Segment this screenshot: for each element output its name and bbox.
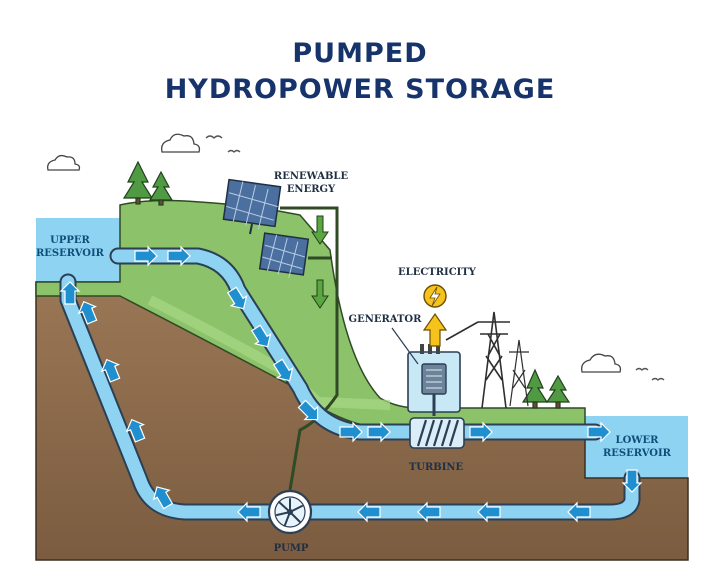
- cloud-icon: [161, 133, 201, 153]
- flow-arrow: [621, 469, 643, 493]
- flow-arrow: [226, 286, 248, 310]
- flow-arrow: [167, 245, 191, 267]
- label-electricity: ELECTRICITY: [398, 267, 477, 278]
- tree-icon: [521, 368, 549, 409]
- energy-down-arrow: [311, 279, 329, 309]
- flow-arrow: [77, 300, 98, 325]
- label-renewable-energy-line-1: RENEWABLE: [274, 171, 349, 182]
- title-line-2: HYDROPOWER STORAGE: [164, 74, 556, 105]
- label-upper-reservoir-line-1: UPPER: [50, 235, 90, 246]
- label-renewable-energy-line-2: ENERGY: [287, 184, 336, 195]
- flow-arrow: [567, 501, 591, 523]
- cloud-icon: [581, 353, 622, 373]
- flow-arrow: [125, 418, 146, 443]
- flow-arrow: [339, 421, 363, 443]
- flow-arrow: [297, 399, 319, 421]
- bird-icon: [205, 135, 665, 381]
- pump-icon: [267, 489, 313, 535]
- flow-arrow: [587, 421, 611, 443]
- tree-icon: [122, 160, 154, 205]
- flow-arrow: [417, 501, 441, 523]
- label-generator: GENERATOR: [349, 314, 423, 325]
- label-upper-reservoir-line-2: RESERVOIR: [36, 248, 105, 259]
- flow-arrow: [134, 245, 158, 267]
- energy-down-arrow: [311, 215, 329, 245]
- power-pylon-icon: [509, 339, 529, 407]
- tree-icon: [148, 170, 174, 206]
- water-pipes: [59, 247, 641, 521]
- lightning-bolt-icon: [423, 284, 447, 308]
- flow-arrow: [152, 486, 174, 510]
- title-line-1: PUMPED: [292, 38, 428, 69]
- flow-arrow: [59, 281, 81, 305]
- power-pylon-icon: [445, 311, 510, 409]
- flow-arrow: [469, 421, 493, 443]
- cloud-icon: [47, 154, 81, 171]
- flow-arrows: [59, 245, 643, 523]
- diagram-title: PUMPED HYDROPOWER STORAGE: [0, 36, 720, 108]
- solar-power-line: [280, 206, 339, 300]
- flow-arrow: [272, 358, 294, 382]
- flow-arrow: [357, 501, 381, 523]
- generator-leader-line: [391, 327, 419, 365]
- flow-arrow: [477, 501, 501, 523]
- label-turbine: TURBINE: [409, 462, 464, 473]
- flow-arrow: [100, 358, 121, 383]
- solar-panel-icon: [258, 232, 310, 279]
- flow-arrow: [237, 501, 261, 523]
- label-lower-reservoir-line-1: LOWER: [616, 435, 660, 446]
- solar-panel-icon: [222, 178, 282, 235]
- label-lower-reservoir-line-2: RESERVOIR: [603, 448, 672, 459]
- electricity-up-arrow: [422, 312, 448, 347]
- flow-arrow: [250, 324, 272, 348]
- label-pump: PUMP: [274, 543, 309, 554]
- turbine-icon: [409, 417, 465, 449]
- tree-icon: [545, 374, 571, 409]
- generator-housing: [407, 344, 461, 416]
- flow-arrow: [367, 421, 391, 443]
